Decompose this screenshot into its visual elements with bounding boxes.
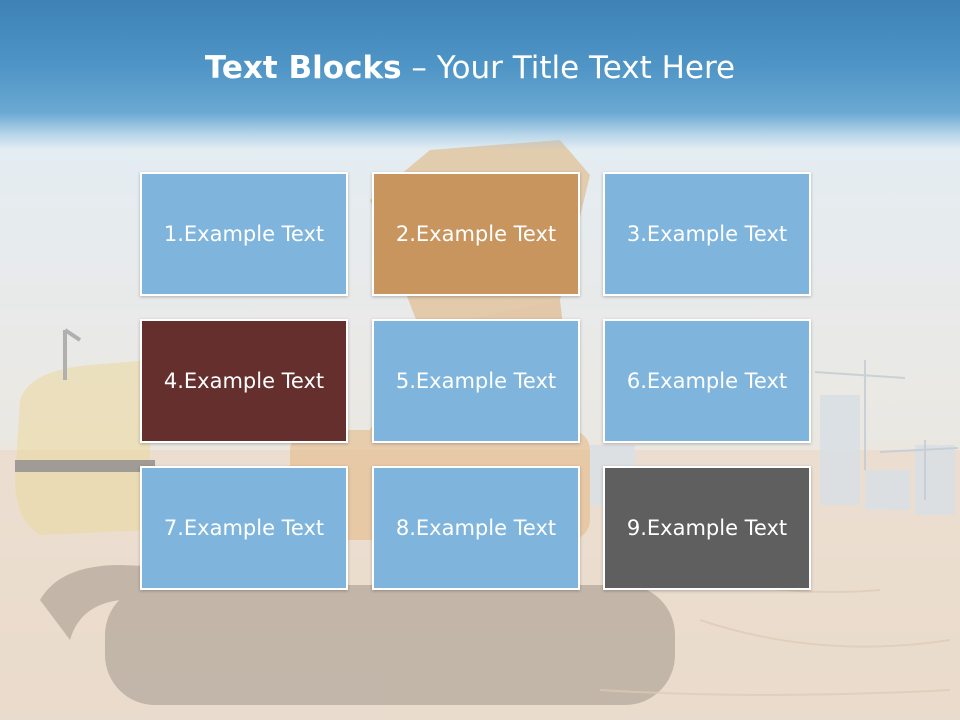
text-block-3[interactable]: 3.Example Text xyxy=(603,172,811,296)
title-bold-part: Text Blocks xyxy=(204,50,402,86)
text-block-8[interactable]: 8.Example Text xyxy=(372,466,580,590)
text-block-label: 8.Example Text xyxy=(395,516,557,540)
text-block-label: 3.Example Text xyxy=(626,222,788,246)
text-block-9[interactable]: 9.Example Text xyxy=(603,466,811,590)
title-separator: – xyxy=(401,50,437,86)
text-block-7[interactable]: 7.Example Text xyxy=(140,466,348,590)
slide-title: Text Blocks – Your Title Text Here xyxy=(0,50,940,86)
text-block-5[interactable]: 5.Example Text xyxy=(372,319,580,443)
text-block-label: 7.Example Text xyxy=(163,516,325,540)
text-block-label: 1.Example Text xyxy=(163,222,325,246)
text-block-label: 2.Example Text xyxy=(395,222,557,246)
title-rest: Your Title Text Here xyxy=(436,50,736,86)
title-band xyxy=(0,0,960,150)
text-block-label: 4.Example Text xyxy=(163,369,325,393)
text-block-1[interactable]: 1.Example Text xyxy=(140,172,348,296)
text-block-label: 5.Example Text xyxy=(395,369,557,393)
text-block-2[interactable]: 2.Example Text xyxy=(372,172,580,296)
text-block-4[interactable]: 4.Example Text xyxy=(140,319,348,443)
text-block-label: 9.Example Text xyxy=(626,516,788,540)
text-block-label: 6.Example Text xyxy=(626,369,788,393)
text-block-6[interactable]: 6.Example Text xyxy=(603,319,811,443)
